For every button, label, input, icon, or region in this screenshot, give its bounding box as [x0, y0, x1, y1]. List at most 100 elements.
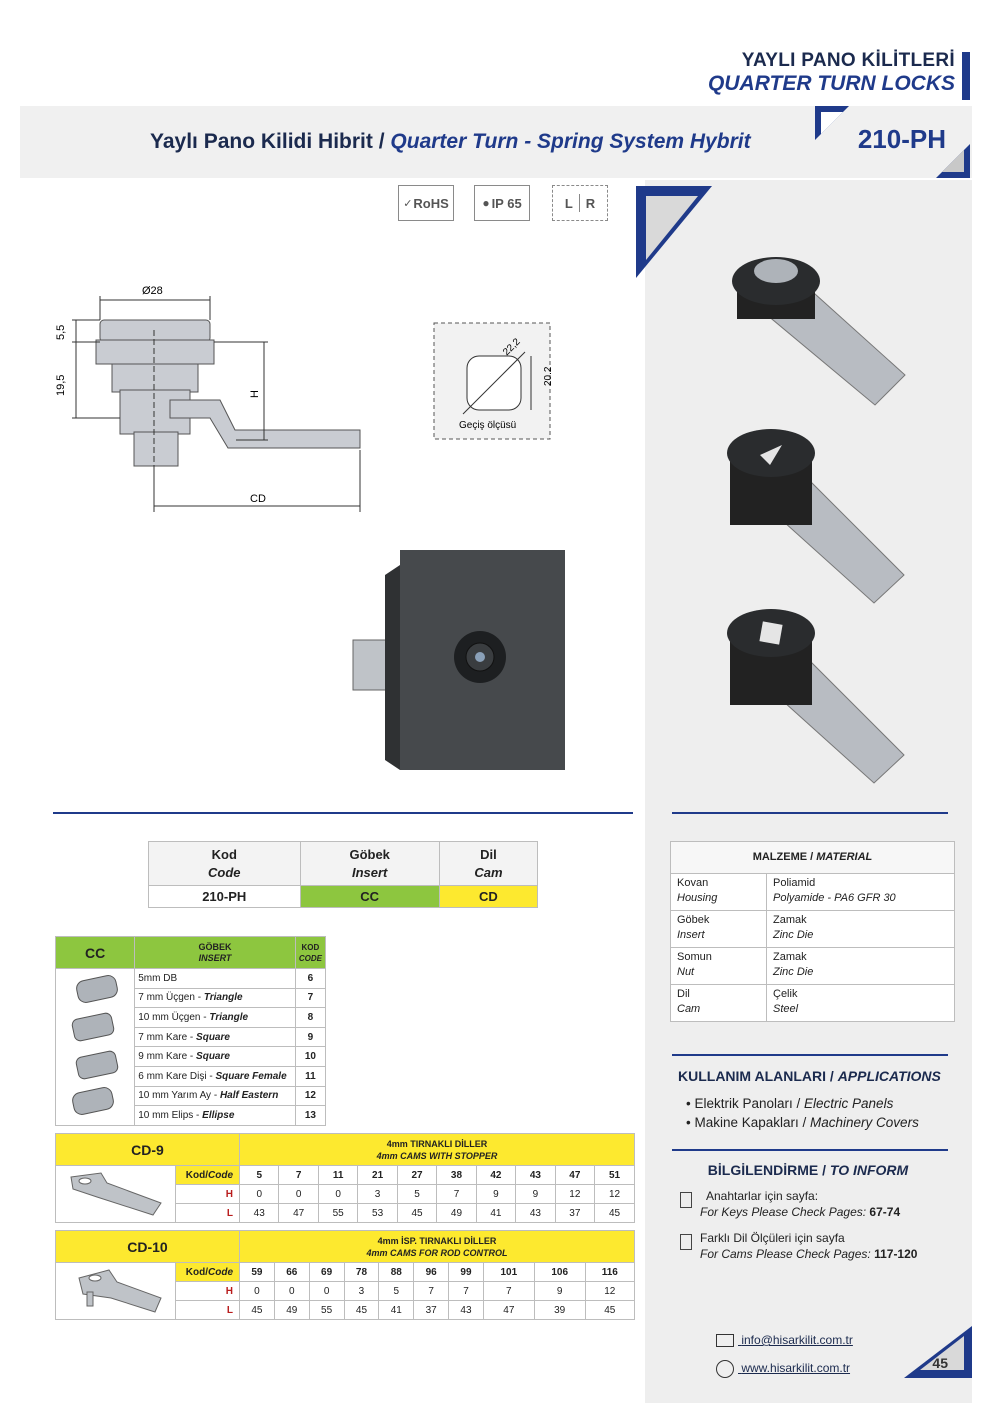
mounted-lock-image [352, 550, 565, 770]
divider-inform [672, 1149, 948, 1151]
cd10-h: 5 [378, 1281, 415, 1301]
cd10-h: 3 [343, 1281, 380, 1301]
header-title-en: QUARTER TURN LOCKS [708, 72, 955, 95]
cd10-l: 45 [239, 1300, 275, 1320]
cd9-h: 3 [357, 1184, 398, 1204]
insert-row-12: 10 mm Yarım Ay - Half Eastern [134, 1085, 296, 1107]
dim-19-5: 19,5 [55, 375, 67, 396]
technical-drawing: Ø28 5,5 19,5 H CD [55, 285, 361, 512]
cd9-h: 12 [594, 1184, 635, 1204]
lock-image-db [732, 257, 906, 406]
corner-decor-right [936, 144, 970, 178]
cd9-l: 49 [436, 1203, 477, 1223]
lr-divider [578, 194, 580, 212]
product-title-en: Quarter Turn - Spring System Hybrit [390, 130, 751, 153]
cd10-h: 0 [308, 1281, 345, 1301]
cd9-l: 43 [515, 1203, 556, 1223]
divider-left [53, 812, 633, 814]
cd9-code: 42 [475, 1165, 517, 1185]
insert-code-13: 13 [294, 1105, 327, 1126]
inform-cams-en: For Cams Please Check Pages: 117-120 [700, 1247, 918, 1261]
cd10-code: 69 [308, 1262, 345, 1282]
cutout-label: Geçiş ölçüsü [459, 420, 516, 431]
rohs-badge: ✓ RoHS [398, 185, 454, 221]
cd9-h: 0 [317, 1184, 359, 1204]
product-title: Yaylı Pano Kilidi Hibrit / Quarter Turn … [150, 130, 751, 154]
cell-cam: CD [438, 885, 539, 908]
cd10-name: CD-10 [55, 1230, 240, 1263]
cd10-code: 78 [343, 1262, 380, 1282]
insert-row-8: 10 mm Üçgen - Triangle [134, 1007, 296, 1028]
insert-table-name: CC [54, 936, 136, 969]
email-link[interactable]: info@hisarkilit.com.tr [741, 1333, 853, 1347]
cd10-l: 55 [308, 1300, 345, 1320]
cd9-kod-label: Kod/Code [175, 1165, 240, 1185]
web-link[interactable]: www.hisarkilit.com.tr [741, 1361, 851, 1376]
left-label: L [564, 195, 573, 211]
material-header: MALZEME / MATERIAL [670, 841, 955, 874]
email-contact[interactable]: info@hisarkilit.com.tr [716, 1333, 853, 1348]
cd10-l-label: L [175, 1300, 240, 1320]
insert-images [54, 968, 136, 1126]
inform-cams: Farklı Dil Ölçüleri için sayfa For Cams … [678, 1230, 938, 1262]
water-drop-icon: ● [482, 196, 490, 210]
insert-row-9: 7 mm Kare - Square [134, 1026, 296, 1048]
cd9-code: 51 [594, 1165, 635, 1185]
cd10-code: 106 [533, 1262, 586, 1282]
application-item: • Elektrik Panoları / Electric Panels [686, 1096, 894, 1111]
corner-decor-left [815, 106, 849, 140]
cd9-h: 0 [278, 1184, 319, 1204]
dim-cd: CD [250, 493, 266, 505]
insert-row-7: 7 mm Üçgen - Triangle [134, 987, 296, 1009]
cd9-cam-icon [69, 1171, 162, 1216]
divider-right [672, 812, 948, 814]
cd9-h: 12 [554, 1184, 596, 1204]
right-label: R [585, 195, 596, 211]
cd9-code: 7 [278, 1165, 319, 1185]
insert-code-9: 9 [294, 1026, 327, 1048]
web-contact[interactable]: www.hisarkilit.com.tr [716, 1360, 850, 1378]
cd9-l-label: L [175, 1203, 240, 1223]
lock-image-square [727, 609, 905, 784]
header-title: YAYLI PANO KİLİTLERİ QUARTER TURN LOCKS [708, 50, 955, 96]
cd9-l: 37 [554, 1203, 596, 1223]
insert-code-8: 8 [294, 1007, 327, 1028]
page-number: 45 [932, 1355, 948, 1371]
application-item: • Makine Kapakları / Machinery Covers [686, 1115, 919, 1130]
cd9-h: 7 [436, 1184, 477, 1204]
insert-code-12: 12 [294, 1085, 327, 1107]
cutout-drawing: 22,2 20,2 Geçiş ölçüsü [433, 322, 551, 440]
globe-icon [716, 1360, 734, 1378]
insert-code-7: 7 [294, 987, 327, 1009]
cd9-l: 43 [238, 1203, 280, 1223]
cd9-image [55, 1165, 176, 1223]
cd10-code: 116 [584, 1262, 636, 1282]
cell-code: 210-PH [148, 885, 301, 908]
right-panel [645, 180, 972, 1403]
document-icon [680, 1192, 692, 1208]
insert-row-10: 9 mm Kare - Square [134, 1046, 296, 1067]
applications-title: KULLANIM ALANLARI / APPLICATIONS [678, 1068, 941, 1084]
email-icon [716, 1334, 734, 1348]
cd9-code: 5 [238, 1165, 280, 1185]
cd9-h-label: H [175, 1184, 240, 1204]
inform-keys: Anahtarlar için sayfa: For Keys Please C… [678, 1188, 938, 1220]
lock-image-triangle [727, 429, 905, 604]
header-title-tr: YAYLI PANO KİLİTLERİ [741, 50, 955, 71]
cd10-h: 7 [413, 1281, 450, 1301]
cd10-code: 88 [378, 1262, 415, 1282]
cd9-code: 38 [436, 1165, 477, 1185]
cd9-l: 47 [278, 1203, 319, 1223]
cd10-h: 9 [533, 1281, 586, 1301]
